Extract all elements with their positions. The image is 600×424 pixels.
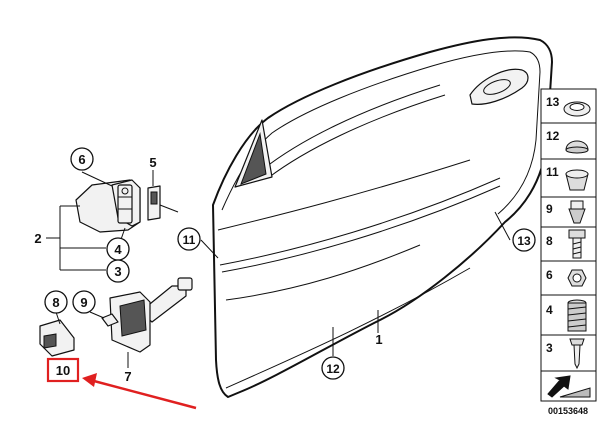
callout-label: 12 bbox=[326, 362, 340, 376]
callout-label: 4 bbox=[114, 242, 122, 257]
callout-3[interactable]: 3 bbox=[106, 259, 130, 283]
leader-line bbox=[200, 239, 219, 259]
callout-7[interactable]: 7 bbox=[124, 369, 131, 384]
fastener-panel: 13 12 11 9 8 bbox=[540, 88, 597, 402]
check-bolt-part[interactable] bbox=[101, 313, 119, 327]
callout-label: 2 bbox=[34, 231, 41, 246]
callout-label: 5 bbox=[149, 155, 156, 170]
callout-label: 1 bbox=[375, 332, 382, 347]
callout-2[interactable]: 2 bbox=[34, 231, 41, 246]
door-panel[interactable] bbox=[212, 36, 553, 398]
callout-12[interactable]: 12 bbox=[321, 356, 345, 380]
leader-line bbox=[89, 311, 105, 319]
direction-arrow-icon bbox=[547, 375, 571, 398]
callout-6[interactable]: 6 bbox=[70, 147, 94, 171]
callout-1[interactable]: 1 bbox=[375, 332, 382, 347]
leader-line bbox=[55, 311, 61, 325]
callout-label: 10 bbox=[56, 363, 70, 378]
bolt-icon bbox=[569, 338, 585, 346]
panel-row-8[interactable]: 8 bbox=[540, 226, 597, 262]
callout-label: 7 bbox=[124, 369, 131, 384]
callout-label: 13 bbox=[517, 234, 531, 248]
leader-line bbox=[159, 204, 179, 213]
panel-row-4[interactable]: 4 bbox=[540, 294, 597, 336]
callout-label: 9 bbox=[80, 295, 87, 310]
hinge-shim-part[interactable] bbox=[147, 185, 161, 221]
panel-row-3[interactable]: 3 bbox=[540, 334, 597, 372]
panel-label: 12 bbox=[546, 129, 560, 143]
red-arrow-icon bbox=[82, 373, 197, 410]
callout-label: 8 bbox=[52, 295, 59, 310]
sealing-block-part[interactable] bbox=[39, 319, 75, 357]
callout-label: 3 bbox=[114, 264, 121, 279]
callout-label: 11 bbox=[183, 233, 196, 247]
panel-arrow-box bbox=[540, 370, 597, 402]
panel-label: 4 bbox=[546, 303, 553, 317]
callout-5[interactable]: 5 bbox=[149, 155, 156, 170]
callout-label: 6 bbox=[78, 152, 85, 167]
door-check-part[interactable] bbox=[109, 277, 193, 362]
leader-line bbox=[81, 171, 113, 187]
callout-8[interactable]: 8 bbox=[44, 290, 68, 314]
bolt-icon bbox=[568, 229, 586, 239]
reference-number: 00153648 bbox=[548, 406, 588, 416]
panel-row-9[interactable]: 9 bbox=[540, 196, 597, 228]
callout-4[interactable]: 4 bbox=[106, 237, 130, 261]
leader-line bbox=[494, 211, 511, 241]
panel-row-13[interactable]: 13 bbox=[540, 88, 597, 124]
panel-label: 3 bbox=[546, 341, 553, 355]
panel-label: 13 bbox=[546, 95, 560, 109]
panel-label: 6 bbox=[546, 268, 553, 282]
panel-label: 11 bbox=[546, 165, 559, 179]
panel-label: 9 bbox=[546, 202, 553, 216]
highlight-box bbox=[46, 357, 80, 383]
clip-icon bbox=[570, 200, 584, 210]
hinge-part[interactable] bbox=[75, 179, 141, 233]
callout-9[interactable]: 9 bbox=[72, 290, 96, 314]
callout-10-highlight[interactable]: 10 bbox=[46, 357, 80, 383]
panel-label: 8 bbox=[546, 234, 553, 248]
panel-row-11[interactable]: 11 bbox=[540, 158, 597, 198]
panel-row-6[interactable]: 6 bbox=[540, 260, 597, 296]
panel-row-12[interactable]: 12 bbox=[540, 122, 597, 160]
callout-11[interactable]: 11 bbox=[177, 227, 201, 251]
callout-13[interactable]: 13 bbox=[512, 228, 536, 252]
